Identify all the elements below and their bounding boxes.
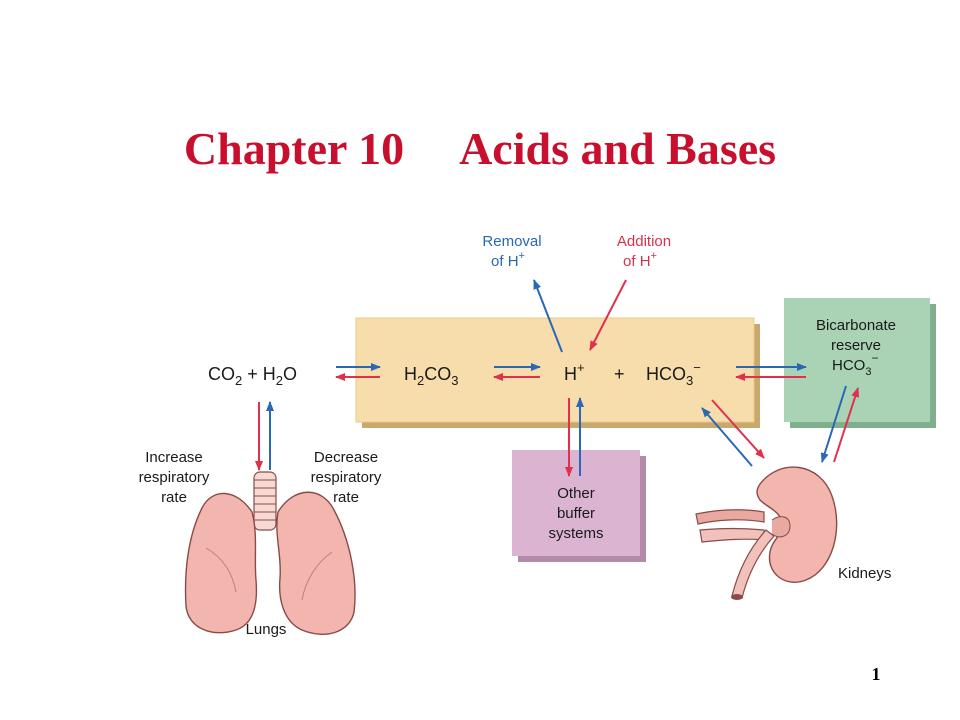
bicarbonate-reserve-line3: HCO3− xyxy=(832,351,878,378)
equilibrium-arrows-hco3-reserve xyxy=(735,363,807,381)
buffer-label-line2: buffer xyxy=(557,505,595,522)
equation-box xyxy=(355,317,760,428)
co2-h2o-formula: CO2 + H2O xyxy=(208,364,297,388)
slide-title: Chapter 10 Acids and Bases xyxy=(183,123,777,174)
removal-arrow xyxy=(533,279,563,353)
page-number: 1 xyxy=(871,664,881,684)
bicarbonate-reserve-line2: reserve xyxy=(831,337,881,354)
lungs-illustration xyxy=(184,471,356,635)
decrease-rate-line3: rate xyxy=(333,489,359,506)
buffer-label-line3: systems xyxy=(548,525,603,542)
bicarbonate-reserve-box xyxy=(784,298,936,428)
decrease-rate-line2: respiratory xyxy=(311,469,382,486)
bicarbonate-reserve-line1: Bicarbonate xyxy=(816,317,896,334)
increase-rate-line3: rate xyxy=(161,489,187,506)
kidney-illustration xyxy=(695,466,838,600)
equilibrium-arrows-co2-h2co3 xyxy=(335,363,381,381)
increase-rate-line2: respiratory xyxy=(139,469,210,486)
hydrogen-ion: H+ xyxy=(564,360,585,384)
increase-rate-line1: Increase xyxy=(145,449,203,466)
kidney-bicarbonate-arrows xyxy=(701,399,765,467)
lung-arrows xyxy=(255,401,274,471)
addition-label-line1: Addition xyxy=(617,233,671,250)
addition-arrow xyxy=(589,279,627,351)
addition-label-line2: of H+ xyxy=(623,250,657,270)
bicarbonate-ion: HCO3− xyxy=(646,360,701,388)
h2co3-formula: H2CO3 xyxy=(404,364,458,388)
plus-sign: + xyxy=(614,364,625,384)
lungs-label: Lungs xyxy=(246,621,287,638)
removal-label-line1: Removal xyxy=(482,233,541,250)
other-buffer-systems-box xyxy=(512,450,646,562)
buffer-arrows xyxy=(565,397,584,477)
removal-label-line2: of H+ xyxy=(491,250,525,270)
equilibrium-arrows-h2co3-h xyxy=(493,363,541,381)
reserve-kidney-arrows xyxy=(820,385,860,463)
buffer-label-line1: Other xyxy=(557,485,595,502)
decrease-rate-line1: Decrease xyxy=(314,449,378,466)
kidneys-label: Kidneys xyxy=(838,565,891,582)
